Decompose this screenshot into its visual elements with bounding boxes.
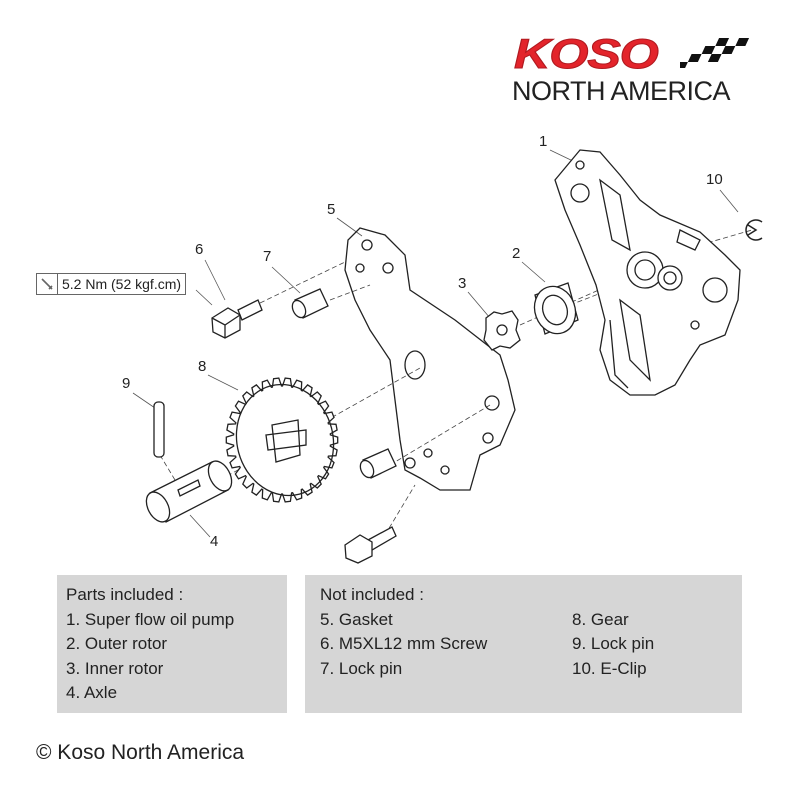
part-6-screw-lower [344, 526, 397, 564]
part-7-lock-pin [291, 288, 329, 319]
not-included-box: Not included : 5. Gasket 6. M5XL12 mm Sc… [305, 575, 742, 713]
list-item: 8. Gear [572, 609, 629, 629]
part-9-lock-pin [153, 401, 165, 458]
logo-brand: KOSO [513, 30, 659, 78]
callout-6: 6 [195, 241, 204, 258]
callout-5: 5 [327, 201, 336, 218]
part-2-outer-rotor [533, 282, 579, 335]
list-item: 4. Axle [66, 683, 118, 702]
callout-9: 9 [122, 375, 131, 392]
part-7-lock-pin-lower [359, 448, 397, 479]
part-5-gasket [344, 227, 516, 491]
parts-included-title: Parts included : [66, 585, 184, 604]
list-item: 2. Outer rotor [66, 634, 168, 653]
list-item: 5. Gasket [320, 609, 393, 629]
torque-spec-label: 5.2 Nm (52 kgf.cm) [36, 273, 187, 295]
logo-subtitle: NORTH AMERICA [512, 76, 731, 106]
list-item: 7. Lock pin [320, 658, 403, 678]
callout-1: 1 [539, 133, 548, 150]
koso-logo: KOSO NORTH AMERICA [510, 30, 750, 106]
callout-3: 3 [458, 275, 467, 292]
part-3-inner-rotor [483, 310, 521, 351]
list-item: 1. Super flow oil pump [66, 609, 235, 629]
part-4-axle [145, 460, 233, 523]
callout-2: 2 [512, 245, 521, 262]
torque-wrench-icon [37, 274, 58, 294]
exploded-parts-diagram [132, 149, 763, 564]
checkered-flag-icon [680, 38, 750, 68]
callout-4: 4 [210, 533, 219, 550]
parts-included-box: Parts included : 1. Super flow oil pump … [57, 575, 287, 713]
list-item: 3. Inner rotor [66, 658, 164, 678]
part-8-gear [225, 377, 339, 503]
list-item: 6. M5XL12 mm Screw [320, 634, 488, 653]
copyright-text: © Koso North America [36, 741, 245, 764]
part-1-oil-pump-body [554, 149, 741, 396]
callout-7: 7 [263, 248, 272, 265]
part-10-e-clip [745, 219, 763, 241]
not-included-title: Not included : [320, 585, 424, 604]
torque-spec-text: 5.2 Nm (52 kgf.cm) [62, 276, 182, 292]
callout-8: 8 [198, 358, 207, 375]
list-item: 9. Lock pin [572, 634, 655, 653]
list-item: 10. E-Clip [572, 658, 647, 678]
callout-leaders [132, 149, 739, 538]
part-6-screw [211, 299, 263, 339]
callout-10: 10 [706, 171, 723, 188]
